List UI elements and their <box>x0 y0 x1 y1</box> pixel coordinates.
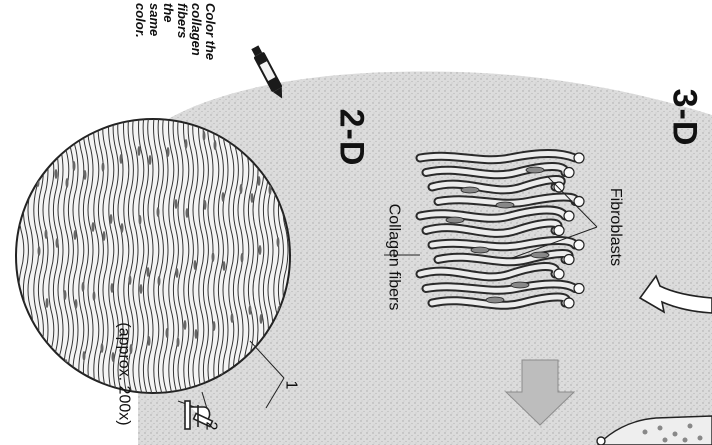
callout-number-1: 1 <box>281 381 299 390</box>
fibroblasts-label: Fibroblasts <box>606 188 624 266</box>
fibroblast-cell <box>496 202 514 208</box>
fibroblast-cell <box>446 217 464 223</box>
fibroblast-cell <box>511 282 529 288</box>
fiber-end-circle <box>574 240 584 250</box>
instruction-line: collagen <box>189 3 203 85</box>
fiber-end-circle <box>564 255 574 265</box>
instruction-line: the <box>161 3 175 85</box>
title-2d: 2-D <box>331 109 370 167</box>
instruction-line: fibers <box>175 3 189 85</box>
title-3d: 3-D <box>664 89 703 147</box>
collagen-fibers-label: Collagen fibers <box>384 204 402 311</box>
instruction-line: same <box>147 3 161 85</box>
fibroblast-cell <box>526 167 544 173</box>
fiber-end-circle <box>554 226 564 236</box>
callout-number-2: 2 <box>201 422 219 431</box>
fiber-end-circle <box>564 168 574 178</box>
fiber-end-circle <box>564 211 574 221</box>
fibroblast-cell <box>486 297 504 303</box>
fiber-end-circle <box>564 298 574 308</box>
instruction-line: Color the <box>203 3 217 85</box>
fiber-end-circle <box>554 182 564 192</box>
fiber-end-circle <box>574 153 584 163</box>
fiber-end-circle <box>574 284 584 294</box>
fibroblast-cell <box>461 187 479 193</box>
fibroblast-cell <box>531 252 549 258</box>
fiber-end-circle <box>554 269 564 279</box>
instruction-text: Color the collagen fibers the same color… <box>150 4 200 84</box>
fibroblast-cell <box>471 247 489 253</box>
magnification-label: (approx. 200x) <box>115 322 133 425</box>
instruction-line: color. <box>133 3 147 85</box>
